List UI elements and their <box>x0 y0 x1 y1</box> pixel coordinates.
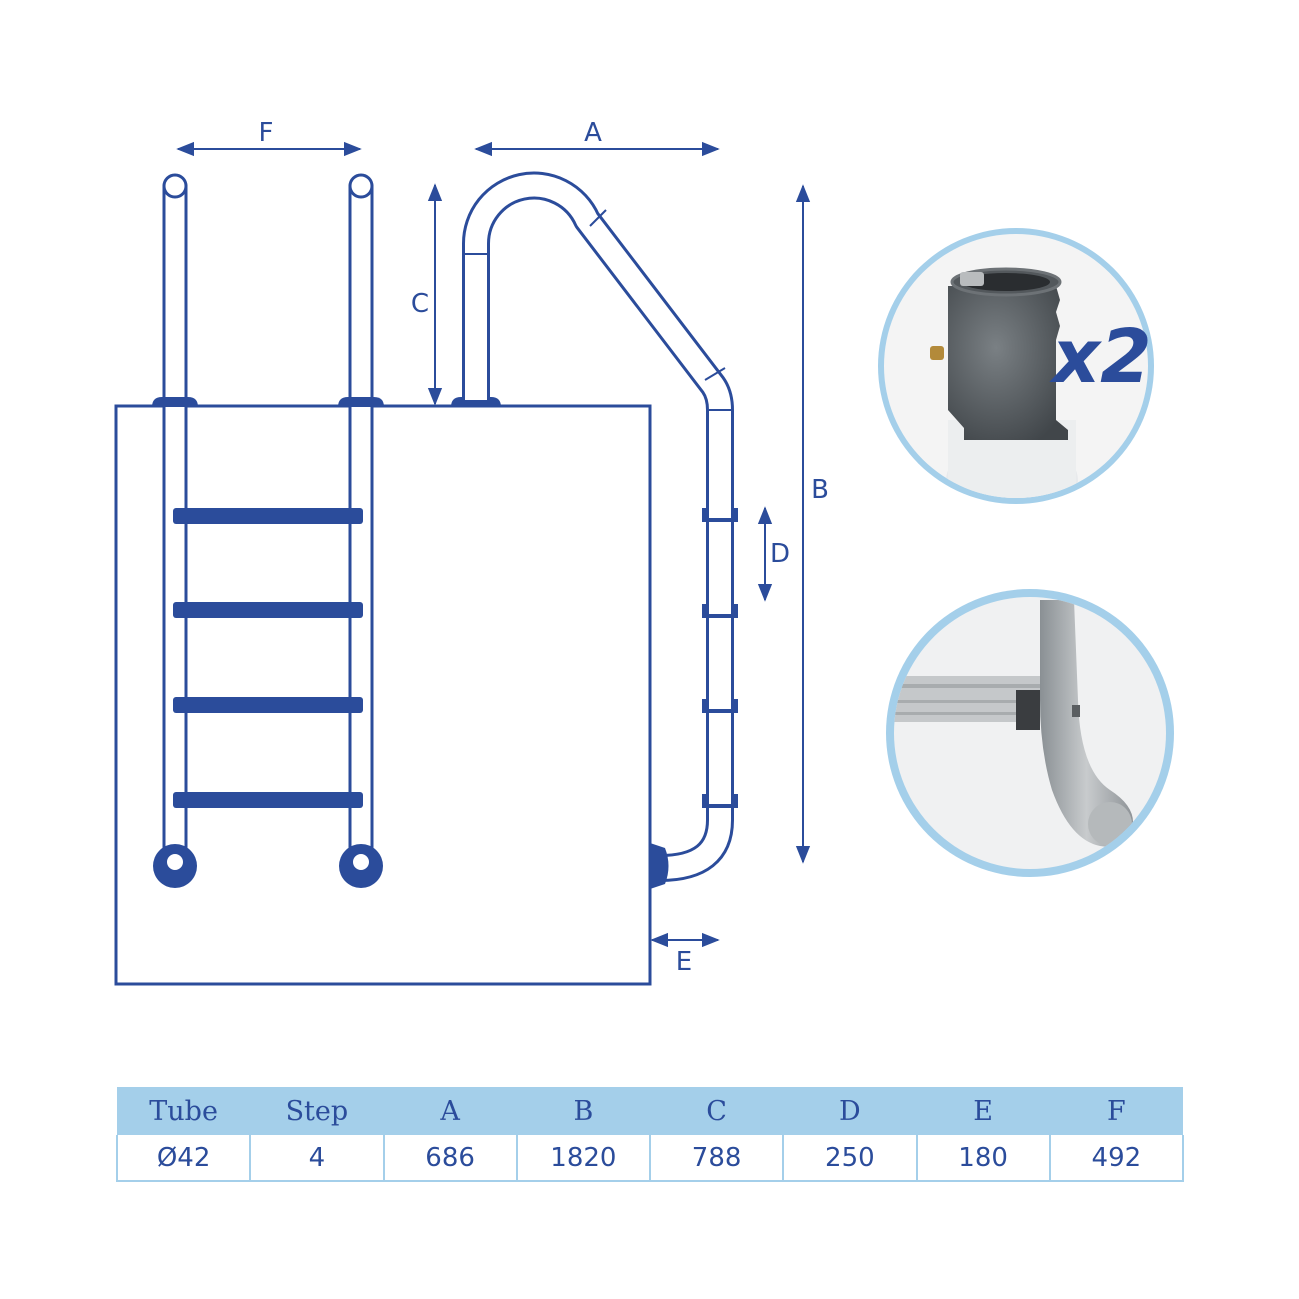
header-e: E <box>916 1087 1050 1135</box>
dim-label-c: C <box>411 289 429 319</box>
dimension-lines <box>176 141 811 948</box>
header-f: F <box>1049 1087 1183 1135</box>
cell-tube: Ø42 <box>115 1135 252 1182</box>
side-handrail <box>461 171 734 882</box>
x2-label: x2 <box>1048 314 1151 400</box>
cell-c: 788 <box>648 1135 785 1182</box>
cell-e: 180 <box>915 1135 1051 1182</box>
dim-label-a: A <box>584 118 602 148</box>
table-row: Ø42 4 686 1820 788 250 180 492 <box>115 1135 1185 1182</box>
spec-table: Tube Step A B C D E F Ø42 4 686 1820 788… <box>115 1087 1185 1182</box>
header-c: C <box>650 1087 784 1135</box>
header-step: Step <box>250 1087 384 1135</box>
wall-anchor <box>650 843 669 889</box>
ladder-dimension-diagram: F A C B D E x2 <box>114 118 1174 986</box>
dim-label-e: E <box>676 947 692 977</box>
cell-a: 686 <box>382 1135 518 1182</box>
cell-b: 1820 <box>515 1135 652 1182</box>
header-b: B <box>516 1087 650 1135</box>
cell-d: 250 <box>782 1135 918 1182</box>
ladder-steps <box>173 508 363 808</box>
dim-label-f: F <box>259 118 274 148</box>
inset-anchor-socket: x2 <box>878 228 1154 504</box>
table-header-row: Tube Step A B C D E F <box>117 1087 1183 1135</box>
dim-label-d: D <box>770 539 790 569</box>
cell-f: 492 <box>1048 1135 1185 1182</box>
rail-feet <box>153 844 383 888</box>
header-a: A <box>383 1087 517 1135</box>
cell-step: 4 <box>249 1135 385 1182</box>
header-d: D <box>783 1087 917 1135</box>
dim-label-b: B <box>811 475 829 505</box>
inset-step-detail <box>886 589 1174 877</box>
handrail-clamps <box>702 508 738 808</box>
header-tube: Tube <box>117 1087 251 1135</box>
pool-wall <box>114 404 652 986</box>
